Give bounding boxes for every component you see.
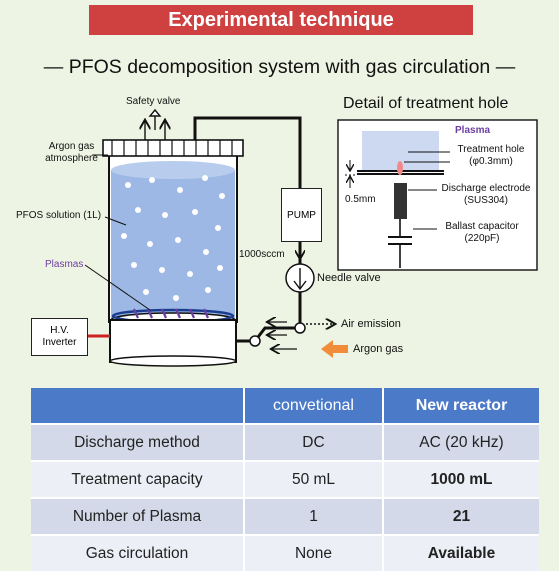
- comparison-table: convetional New reactor Discharge method…: [31, 388, 539, 571]
- cell-new: AC (20 kHz): [382, 423, 539, 461]
- pump: PUMP: [281, 188, 322, 242]
- system-diagram: [84, 108, 538, 367]
- cell-conventional: 50 mL: [243, 460, 383, 498]
- gap-label: 0.5mm: [345, 194, 376, 205]
- valve-junction: [249, 335, 261, 347]
- cell-conventional: DC: [243, 423, 383, 461]
- detail-box: [337, 119, 538, 271]
- needle-valve-label: Needle valve: [317, 272, 381, 284]
- row-label: Discharge method: [31, 423, 244, 461]
- header-new-reactor: New reactor: [382, 388, 539, 424]
- header-empty: [31, 388, 244, 424]
- safety-valve: [145, 108, 165, 140]
- diagram-subtitle: ― PFOS decomposition system with gas cir…: [43, 56, 516, 78]
- discharge-electrode-label: Discharge electrode(SUS304): [441, 183, 531, 206]
- argon-gas-arrow: [321, 340, 348, 358]
- cell-conventional: 1: [243, 497, 383, 535]
- row-label: Gas circulation: [31, 534, 244, 571]
- valve-junction: [294, 322, 306, 334]
- detail-title: Detail of treatment hole: [343, 95, 509, 112]
- leader-lines: [84, 154, 151, 311]
- section-title: Experimental technique: [89, 5, 473, 35]
- treatment-hole-label: Treatment hole(φ0.3mm): [457, 144, 525, 167]
- needle-valve: [285, 246, 315, 293]
- flow-rate-label: 1000sccm: [239, 249, 285, 260]
- reactor-vessel: [102, 139, 244, 367]
- gas-bubbles: [121, 175, 225, 301]
- cell-new: 1000 mL: [382, 460, 539, 498]
- water-fill: [111, 170, 235, 318]
- argon-gas-label: Argon gas: [353, 343, 404, 355]
- ballast-capacitor-label: Ballast capacitor(220pF): [445, 221, 519, 244]
- hv-inverter: H.V.Inverter: [31, 318, 88, 356]
- table-row: Discharge method DC AC (20 kHz): [31, 423, 539, 461]
- table-header-row: convetional New reactor: [31, 388, 539, 424]
- cell-conventional: None: [243, 534, 383, 571]
- table-row: Treatment capacity 50 mL 1000 mL: [31, 460, 539, 498]
- cell-new: 21: [382, 497, 539, 535]
- plasma-label: Plasma: [455, 125, 491, 136]
- plasma-discharges: [132, 308, 210, 319]
- cell-new: Available: [382, 534, 539, 571]
- pfos-solution-label: PFOS solution (1L): [16, 210, 102, 221]
- safety-valve-label: Safety valve: [126, 96, 181, 107]
- table-row: Number of Plasma 1 21: [31, 497, 539, 535]
- table-row: Gas circulation None Available: [31, 534, 539, 571]
- header-conventional: convetional: [243, 388, 383, 424]
- row-label: Number of Plasma: [31, 497, 244, 535]
- row-label: Treatment capacity: [31, 460, 244, 498]
- plasmas-label: Plasmas: [45, 259, 84, 270]
- air-emission-label: Air emission: [341, 318, 401, 330]
